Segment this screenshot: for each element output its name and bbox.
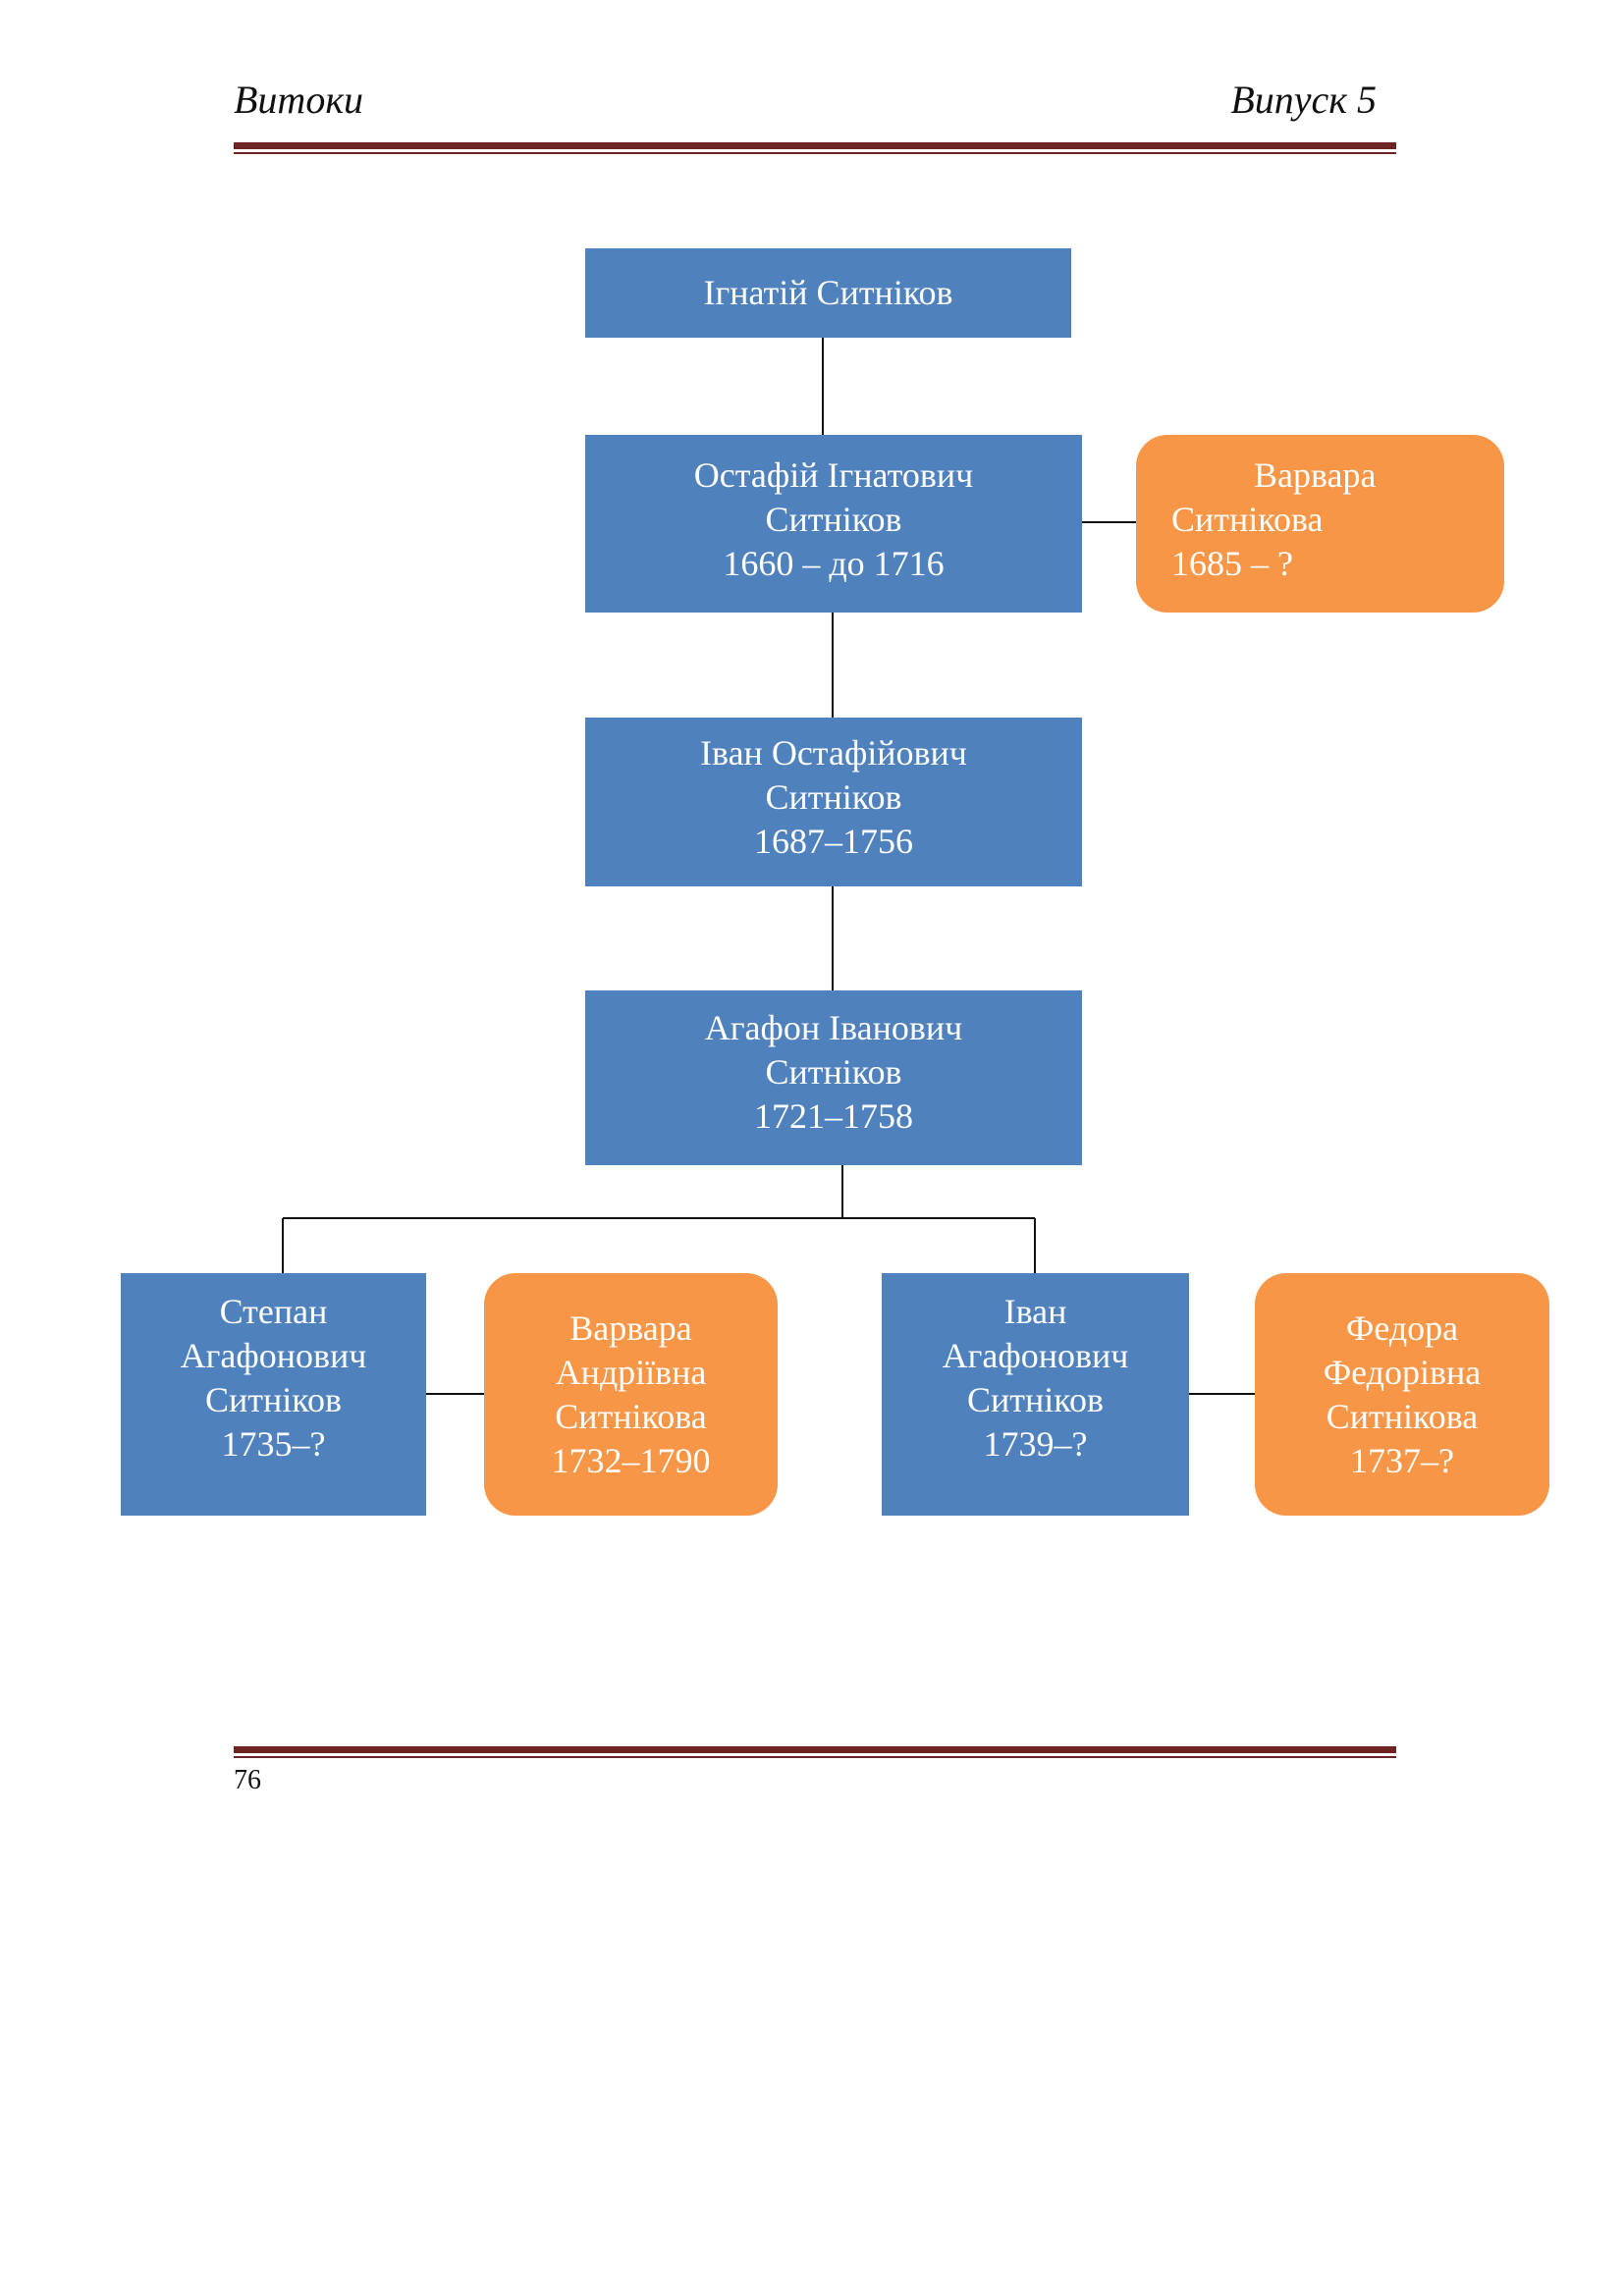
person-ignatiy: Ігнатій Ситніков bbox=[585, 248, 1071, 338]
footer-rule-thin bbox=[234, 1756, 1396, 1758]
spouse-varvara-1: Варвара Ситнікова 1685 – ? bbox=[1136, 435, 1504, 613]
person-stepan: Степан Агафонович Ситніков 1735–? bbox=[121, 1273, 426, 1516]
spouse-varvara-2-name: Варвара bbox=[569, 1308, 692, 1348]
person-ignatiy-name: Ігнатій Ситніков bbox=[703, 273, 953, 312]
spouse-varvara-2: Варвара Андріївна Ситнікова 1732–1790 bbox=[484, 1273, 778, 1516]
person-ivan-2-surname: Ситніков bbox=[967, 1380, 1104, 1419]
person-stepan-surname: Ситніков bbox=[205, 1380, 342, 1419]
spouse-varvara-2-surname: Ситнікова bbox=[555, 1396, 707, 1436]
person-stepan-name: Степан bbox=[219, 1292, 328, 1331]
running-header-title: Витоки bbox=[234, 78, 364, 122]
person-ostafiy: Остафій Ігнатович Ситніков 1660 – до 171… bbox=[585, 435, 1082, 613]
spouse-varvara-2-dates: 1732–1790 bbox=[551, 1440, 711, 1480]
spouse-fedora-patronymic: Федорівна bbox=[1323, 1352, 1482, 1392]
person-stepan-patronymic: Агафонович bbox=[180, 1336, 367, 1375]
spouse-fedora: Федора Федорівна Ситнікова 1737–? bbox=[1255, 1273, 1549, 1516]
running-header-issue: Випуск 5 bbox=[1230, 78, 1377, 122]
spouse-fedora-dates: 1737–? bbox=[1350, 1440, 1454, 1480]
person-stepan-dates: 1735–? bbox=[221, 1424, 326, 1464]
spouse-fedora-name: Федора bbox=[1345, 1308, 1459, 1348]
person-ostafiy-name: Остафій Ігнатович bbox=[693, 455, 974, 495]
person-ostafiy-surname: Ситніков bbox=[765, 500, 902, 539]
footer-rule-thick bbox=[234, 1746, 1396, 1753]
page-number: 76 bbox=[234, 1765, 261, 1795]
spouse-varvara-1-surname: Ситнікова bbox=[1171, 500, 1324, 539]
person-ivan-1-name: Іван Остафійович bbox=[700, 732, 967, 773]
spouse-varvara-1-dates: 1685 – ? bbox=[1171, 544, 1293, 583]
person-agafon-name: Агафон Іванович bbox=[704, 1007, 963, 1047]
person-agafon-dates: 1721–1758 bbox=[754, 1095, 913, 1136]
spouse-varvara-1-name: Варвара bbox=[1254, 455, 1377, 495]
person-agafon: Агафон Іванович Ситніков 1721–1758 bbox=[585, 990, 1082, 1165]
spouse-varvara-2-patronymic: Андріївна bbox=[555, 1352, 707, 1392]
header-rule-thick bbox=[234, 142, 1396, 149]
header-rule-thin bbox=[234, 152, 1396, 154]
person-agafon-surname: Ситніков bbox=[765, 1051, 902, 1092]
spouse-fedora-surname: Ситнікова bbox=[1326, 1396, 1479, 1436]
person-ivan-2-patronymic: Агафонович bbox=[942, 1336, 1129, 1375]
person-ivan-2-dates: 1739–? bbox=[983, 1424, 1088, 1464]
person-ivan-2-name: Іван bbox=[1003, 1292, 1067, 1331]
person-ostafiy-dates: 1660 – до 1716 bbox=[723, 544, 945, 583]
person-ivan-2: Іван Агафонович Ситніков 1739–? bbox=[882, 1273, 1189, 1516]
person-ivan-1: Іван Остафійович Ситніков 1687–1756 bbox=[585, 718, 1082, 886]
person-ivan-1-surname: Ситніков bbox=[765, 776, 902, 817]
person-ivan-1-dates: 1687–1756 bbox=[754, 821, 913, 861]
